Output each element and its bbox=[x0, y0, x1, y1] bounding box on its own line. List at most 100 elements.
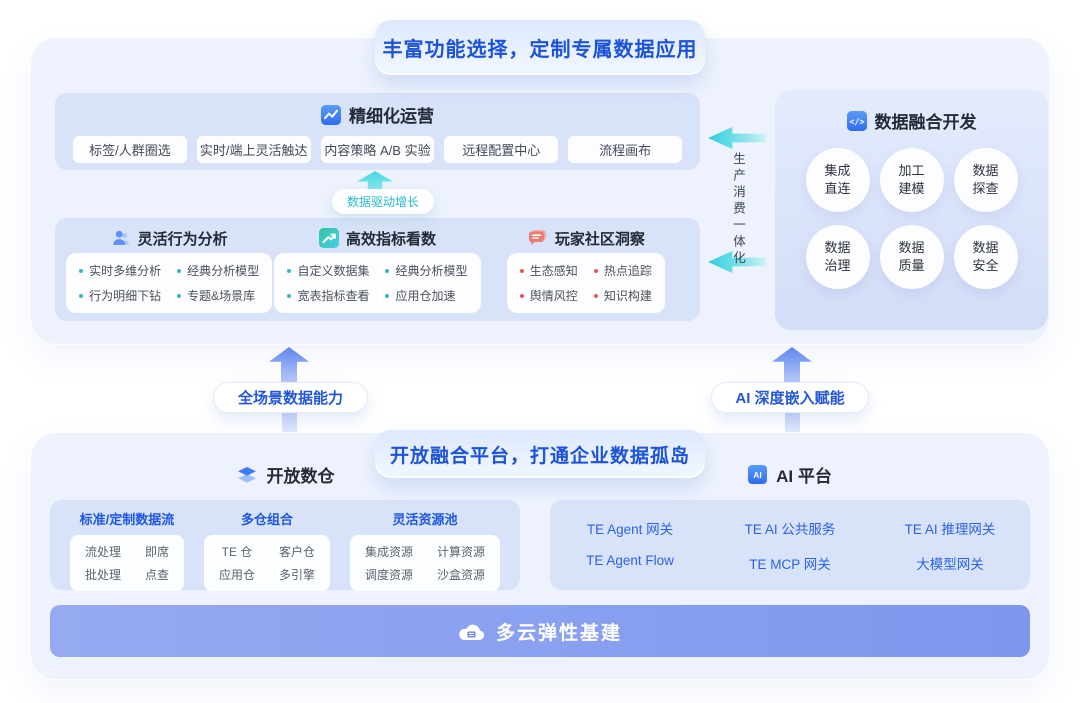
behavior-analysis-header: 灵活行为分析 bbox=[111, 226, 228, 250]
list-item: 经典分析模型 bbox=[385, 262, 468, 279]
open-warehouse-header: 开放数仓 bbox=[50, 462, 520, 487]
ai-empower-pill: AI 深度嵌入赋能 bbox=[711, 382, 869, 413]
bullet-dot bbox=[177, 293, 182, 298]
bullet-dot bbox=[79, 293, 84, 298]
line-chart-icon bbox=[321, 104, 341, 125]
data-fusion-dev-header: </> 数据融合开发 bbox=[775, 108, 1048, 133]
refined-operations-header: 精细化运营 bbox=[55, 102, 700, 127]
list-item: 行为明细下钻 bbox=[79, 287, 161, 304]
list-item: 点查 bbox=[144, 568, 169, 582]
layers-icon bbox=[236, 465, 258, 485]
group-dataflow: 标准/定制数据流 流处理 即席 批处理 点查 bbox=[69, 509, 184, 591]
group-resource-pool-card: 集成资源 计算资源 调度资源 沙盒资源 bbox=[349, 535, 500, 591]
svg-text:AI: AI bbox=[753, 470, 762, 480]
bottom-banner: 开放融合平台，打通企业数据孤岛 bbox=[375, 430, 705, 478]
list-item: 即席 bbox=[144, 545, 169, 559]
ai-service-item: TE AI 公共服务 bbox=[744, 521, 836, 537]
bottom-banner-label: 开放融合平台，打通企业数据孤岛 bbox=[389, 445, 690, 467]
community-insight-title: 玩家社区洞察 bbox=[554, 230, 645, 248]
metrics-header: 高效指标看数 bbox=[318, 226, 436, 250]
list-item: 专题&场景库 bbox=[177, 287, 259, 304]
ai-service-item: TE MCP 网关 bbox=[749, 556, 831, 572]
capability-circle: 数据质量 bbox=[879, 225, 944, 289]
ai-platform-title: AI 平台 bbox=[776, 467, 832, 486]
infra-bar: 多云弹性基建 bbox=[50, 605, 1030, 657]
ops-chip-audience: 标签/人群圈选 bbox=[73, 136, 187, 163]
code-icon: </> bbox=[846, 110, 867, 131]
list-item: 经典分析模型 bbox=[177, 262, 259, 279]
data-fusion-dev-panel: </> 数据融合开发 集成直连 加工建模 数据探查 数据治理 数据质量 数据安全 bbox=[775, 90, 1048, 330]
community-insight-header: 玩家社区洞察 bbox=[527, 226, 645, 250]
capability-circle: 集成直连 bbox=[805, 148, 870, 212]
column-metrics: 高效指标看数 自定义数据集 经典分析模型 宽表指标查看 应用仓加速 bbox=[273, 226, 481, 313]
top-banner-label: 丰富功能选择，定制专属数据应用 bbox=[382, 39, 698, 61]
group-multi-warehouse: 多仓组合 TE 仓 客户仓 应用仓 多引擎 bbox=[203, 509, 330, 591]
list-item: 计算资源 bbox=[436, 545, 485, 559]
refined-operations-panel: 精细化运营 标签/人群圈选 实时/端上灵活触达 内容策略 A/B 实验 远程配置… bbox=[55, 93, 700, 170]
list-item: TE 仓 bbox=[221, 545, 253, 559]
analysis-panel: 灵活行为分析 实时多维分析 经典分析模型 行为明细下钻 专题&场景库 高效指标看… bbox=[55, 218, 700, 321]
up-arrow-icon bbox=[772, 347, 812, 384]
list-item: 实时多维分析 bbox=[79, 262, 161, 279]
ai-service-item: TE AI 推理网关 bbox=[904, 521, 996, 537]
list-item: 流处理 bbox=[84, 545, 121, 559]
ai-platform-header: AI AI 平台 bbox=[550, 462, 1030, 487]
group-resource-pool-title: 灵活资源池 bbox=[392, 512, 458, 527]
growth-badge-label: 数据驱动增长 bbox=[347, 195, 420, 209]
list-item: 多引擎 bbox=[278, 568, 315, 582]
bullet-dot bbox=[177, 268, 182, 273]
group-dataflow-title: 标准/定制数据流 bbox=[79, 512, 175, 527]
production-consumption-label: 生产消费一体化 bbox=[731, 152, 745, 268]
user-icon bbox=[111, 228, 131, 248]
bullet-dot bbox=[287, 293, 292, 298]
bullet-dot bbox=[287, 268, 292, 273]
column-behavior-analysis: 灵活行为分析 实时多维分析 经典分析模型 行为明细下钻 专题&场景库 bbox=[65, 226, 273, 313]
capability-circle: 加工建模 bbox=[879, 148, 944, 212]
full-scene-data-label: 全场景数据能力 bbox=[237, 390, 343, 407]
ai-service-item: TE Agent Flow bbox=[586, 552, 674, 568]
full-scene-data-pill: 全场景数据能力 bbox=[213, 382, 368, 413]
ai-service-item: TE Agent 网关 bbox=[586, 521, 674, 537]
ai-empower-label: AI 深度嵌入赋能 bbox=[735, 390, 845, 407]
bullet-dot bbox=[519, 293, 524, 298]
ai-service-item: 大模型网关 bbox=[916, 556, 984, 572]
metrics-card: 自定义数据集 经典分析模型 宽表指标查看 应用仓加速 bbox=[274, 253, 481, 313]
ops-chip-ab-test: 内容策略 A/B 实验 bbox=[320, 136, 435, 163]
data-fusion-dev-title: 数据融合开发 bbox=[874, 113, 977, 132]
list-item: 集成资源 bbox=[364, 545, 413, 559]
group-dataflow-card: 流处理 即席 批处理 点查 bbox=[69, 535, 184, 591]
trend-arrow-icon bbox=[318, 228, 339, 248]
list-item: 生态感知 bbox=[519, 262, 578, 279]
list-item: 舆情风控 bbox=[519, 287, 578, 304]
list-item: 调度资源 bbox=[364, 568, 413, 582]
open-warehouse-title: 开放数仓 bbox=[266, 467, 335, 486]
svg-text:</>: </> bbox=[849, 117, 864, 127]
behavior-analysis-card: 实时多维分析 经典分析模型 行为明细下钻 专题&场景库 bbox=[66, 253, 273, 313]
group-multi-warehouse-card: TE 仓 客户仓 应用仓 多引擎 bbox=[203, 535, 330, 591]
capability-circle: 数据治理 bbox=[805, 225, 870, 289]
up-arrow-icon bbox=[269, 347, 309, 384]
list-item: 宽表指标查看 bbox=[287, 287, 369, 304]
ops-chip-remote-config: 远程配置中心 bbox=[444, 136, 559, 163]
growth-badge: 数据驱动增长 bbox=[332, 189, 435, 214]
community-insight-card: 生态感知 热点追踪 舆情风控 知识构建 bbox=[506, 253, 665, 313]
refined-operations-title: 精细化运营 bbox=[349, 107, 434, 126]
behavior-analysis-title: 灵活行为分析 bbox=[137, 230, 228, 248]
ops-chip-flow-canvas: 流程画布 bbox=[568, 136, 682, 163]
ai-badge-icon: AI bbox=[748, 465, 768, 484]
bullet-dot bbox=[593, 268, 598, 273]
bullet-dot bbox=[385, 268, 390, 273]
list-item: 应用仓加速 bbox=[385, 287, 467, 304]
cloud-icon bbox=[458, 622, 485, 641]
dev-capability-circles: 集成直连 加工建模 数据探查 数据治理 数据质量 数据安全 bbox=[775, 148, 1048, 289]
capability-circle: 数据探查 bbox=[953, 148, 1018, 212]
warehouse-panel: 标准/定制数据流 流处理 即席 批处理 点查 多仓组合 TE 仓 客户仓 应用仓… bbox=[50, 500, 520, 591]
bullet-dot bbox=[593, 293, 598, 298]
group-resource-pool: 灵活资源池 集成资源 计算资源 调度资源 沙盒资源 bbox=[349, 509, 500, 591]
bullet-dot bbox=[519, 268, 524, 273]
bullet-dot bbox=[79, 268, 84, 273]
list-item: 自定义数据集 bbox=[287, 262, 369, 279]
capability-circle: 数据安全 bbox=[953, 225, 1018, 289]
ops-chip-reach: 实时/端上灵活触达 bbox=[196, 136, 311, 163]
